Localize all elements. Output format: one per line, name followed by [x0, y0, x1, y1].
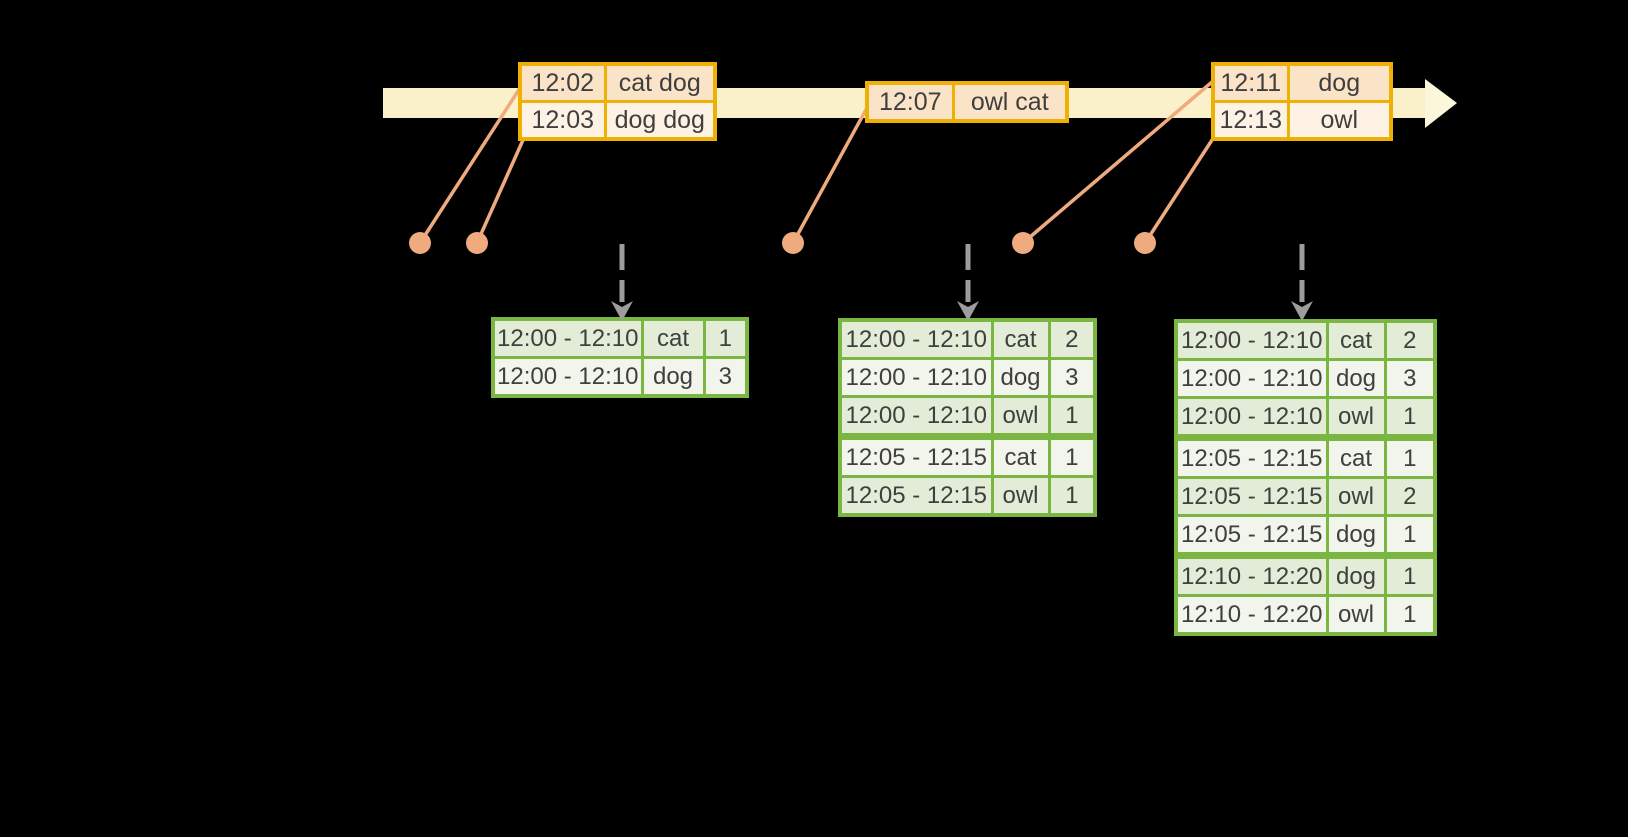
window-cell: 12:05 - 12:15	[838, 433, 994, 478]
word-cell: cat	[1325, 434, 1387, 479]
window-cell: 12:00 - 12:10	[1174, 396, 1329, 439]
trigger-arrows	[619, 244, 1305, 302]
count-cell: 3	[1047, 357, 1097, 398]
word-cell: cat	[990, 433, 1051, 478]
table-row: 12:03 dog dog	[518, 100, 717, 141]
window-cell: 12:00 - 12:10	[491, 317, 644, 359]
table-row: 12:07 owl cat	[865, 81, 1069, 123]
event-words-cell: owl	[1286, 100, 1393, 141]
word-cell: cat	[990, 318, 1051, 360]
window-cell: 12:10 - 12:20	[1174, 594, 1329, 636]
table-row: 12:13 owl	[1211, 100, 1393, 141]
count-cell: 1	[1383, 396, 1437, 439]
event-time-cell: 12:13	[1211, 100, 1290, 141]
count-cell: 1	[702, 317, 749, 359]
table-row: 12:00 - 12:10 cat 2	[838, 318, 1097, 360]
count-cell: 1	[1047, 433, 1097, 478]
event-time-cell: 12:11	[1211, 62, 1290, 103]
word-cell: owl	[1325, 396, 1387, 439]
connector-line	[475, 138, 525, 245]
word-cell: owl	[990, 475, 1051, 517]
table-row: 12:00 - 12:10 dog 3	[1174, 358, 1437, 399]
window-cell: 12:05 - 12:15	[1174, 434, 1329, 479]
count-cell: 3	[1383, 358, 1437, 399]
event-dot	[1012, 232, 1034, 254]
window-cell: 12:00 - 12:10	[1174, 358, 1329, 399]
window-cell: 12:00 - 12:10	[838, 318, 994, 360]
count-cell: 2	[1383, 319, 1437, 361]
table-row: 12:00 - 12:10 dog 3	[491, 356, 749, 398]
table-row: 12:00 - 12:10 cat 2	[1174, 319, 1437, 361]
event-words-cell: dog dog	[603, 100, 717, 141]
word-cell: owl	[1325, 476, 1387, 517]
event-table-1: 12:02 cat dog 12:03 dog dog	[518, 62, 717, 141]
count-cell: 1	[1383, 434, 1437, 479]
window-cell: 12:05 - 12:15	[1174, 514, 1329, 557]
connector-line	[1143, 138, 1214, 245]
count-cell: 1	[1383, 552, 1437, 597]
event-words-cell: owl cat	[951, 81, 1069, 123]
result-table-2: 12:00 - 12:10 cat 2 12:00 - 12:10 dog 3 …	[838, 318, 1097, 517]
window-cell: 12:00 - 12:10	[838, 395, 994, 438]
event-table-2: 12:07 owl cat	[865, 81, 1069, 123]
event-dot	[409, 232, 431, 254]
timeline-arrowhead-icon	[1425, 79, 1457, 128]
connector-line	[791, 104, 870, 245]
word-cell: dog	[1325, 358, 1387, 399]
window-cell: 12:00 - 12:10	[838, 357, 994, 398]
table-row: 12:00 - 12:10 dog 3	[838, 357, 1097, 398]
table-row: 12:00 - 12:10 cat 1	[491, 317, 749, 359]
table-row: 12:05 - 12:15 owl 1	[838, 475, 1097, 517]
event-dots	[409, 232, 1156, 254]
event-words-cell: dog	[1286, 62, 1393, 103]
table-row: 12:00 - 12:10 owl 1	[838, 395, 1097, 438]
table-row: 12:05 - 12:15 owl 2	[1174, 476, 1437, 517]
word-cell: cat	[1325, 319, 1387, 361]
count-cell: 1	[1047, 395, 1097, 438]
down-arrow-head-icon	[1291, 301, 1313, 321]
event-dot	[782, 232, 804, 254]
window-cell: 12:05 - 12:15	[838, 475, 994, 517]
count-cell: 3	[702, 356, 749, 398]
event-time-cell: 12:02	[518, 62, 607, 103]
word-cell: dog	[1325, 552, 1387, 597]
event-table-3: 12:11 dog 12:13 owl	[1211, 62, 1393, 141]
result-table-3: 12:00 - 12:10 cat 2 12:00 - 12:10 dog 3 …	[1174, 319, 1437, 636]
event-time-cell: 12:07	[865, 81, 955, 123]
event-words-cell: cat dog	[603, 62, 717, 103]
table-row: 12:02 cat dog	[518, 62, 717, 103]
table-row: 12:10 - 12:20 owl 1	[1174, 594, 1437, 636]
event-dot	[1134, 232, 1156, 254]
count-cell: 2	[1383, 476, 1437, 517]
count-cell: 1	[1047, 475, 1097, 517]
table-row: 12:00 - 12:10 owl 1	[1174, 396, 1437, 439]
window-cell: 12:00 - 12:10	[491, 356, 644, 398]
table-row: 12:10 - 12:20 dog 1	[1174, 552, 1437, 597]
table-row: 12:05 - 12:15 cat 1	[838, 433, 1097, 478]
count-cell: 1	[1383, 594, 1437, 636]
window-cell: 12:10 - 12:20	[1174, 552, 1329, 597]
connector-line	[418, 86, 522, 245]
word-cell: owl	[990, 395, 1051, 438]
table-row: 12:05 - 12:15 cat 1	[1174, 434, 1437, 479]
window-cell: 12:00 - 12:10	[1174, 319, 1329, 361]
word-cell: dog	[640, 356, 706, 398]
result-table-1: 12:00 - 12:10 cat 1 12:00 - 12:10 dog 3	[491, 317, 749, 398]
word-cell: cat	[640, 317, 706, 359]
count-cell: 1	[1383, 514, 1437, 557]
event-time-cell: 12:03	[518, 100, 607, 141]
event-dot	[466, 232, 488, 254]
word-cell: owl	[1325, 594, 1387, 636]
table-row: 12:11 dog	[1211, 62, 1393, 103]
table-row: 12:05 - 12:15 dog 1	[1174, 514, 1437, 557]
word-cell: dog	[1325, 514, 1387, 557]
count-cell: 2	[1047, 318, 1097, 360]
window-cell: 12:05 - 12:15	[1174, 476, 1329, 517]
word-cell: dog	[990, 357, 1051, 398]
